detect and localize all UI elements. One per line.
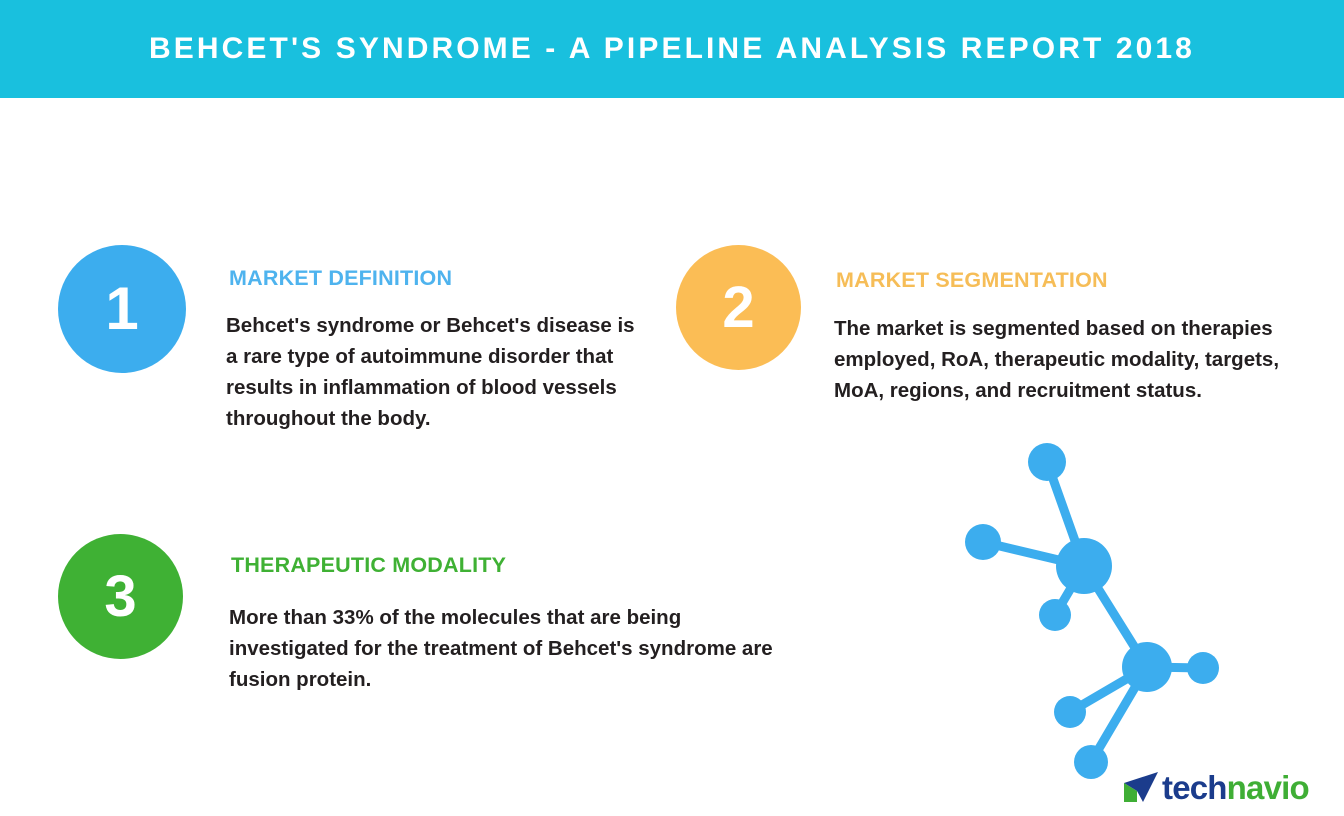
logo-text-navio: navio [1226, 768, 1310, 806]
page-title: BEHCET'S SYNDROME - A PIPELINE ANALYSIS … [149, 32, 1195, 65]
logo-text-tech: tech [1162, 768, 1227, 806]
header-band [0, 0, 1344, 98]
section-body-3: More than 33% of the molecules that are … [229, 606, 773, 692]
section-body-2: The market is segmented based on therapi… [834, 317, 1280, 403]
paper-plane-icon [1124, 772, 1158, 802]
section-number-badge-2: 2 [676, 245, 801, 370]
section-number-badge-1: 1 [58, 245, 186, 373]
section-body-1: Behcet's syndrome or Behcet's disease is… [226, 314, 635, 431]
section-heading-3: THERAPEUTIC MODALITY [231, 553, 507, 577]
molecule-network-icon [965, 443, 1219, 779]
section-heading-2: MARKET SEGMENTATION [836, 268, 1108, 292]
section-heading-1: MARKET DEFINITION [229, 266, 453, 290]
technavio-logo: tech navio [1122, 766, 1322, 808]
section-number-badge-3: 3 [58, 534, 183, 659]
